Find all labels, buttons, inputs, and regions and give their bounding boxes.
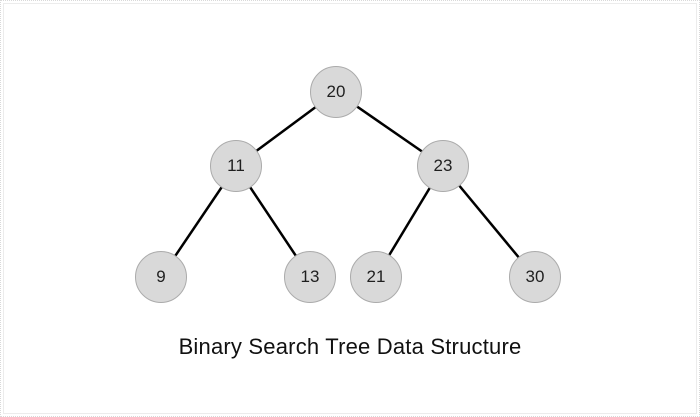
tree-node-23: 23 xyxy=(417,140,469,192)
tree-node-30: 30 xyxy=(509,251,561,303)
tree-node-13: 13 xyxy=(284,251,336,303)
tree-node-9: 9 xyxy=(135,251,187,303)
node-value: 30 xyxy=(525,267,545,286)
node-value: 13 xyxy=(300,267,320,286)
tree-node-20: 20 xyxy=(310,66,362,118)
diagram-caption: Binary Search Tree Data Structure xyxy=(178,334,522,359)
node-value: 21 xyxy=(366,267,386,286)
tree-node-11: 11 xyxy=(210,140,262,192)
node-value: 9 xyxy=(156,267,166,286)
node-value: 23 xyxy=(433,156,453,175)
tree-node-21: 21 xyxy=(350,251,402,303)
node-value: 11 xyxy=(227,156,245,175)
node-value: 20 xyxy=(326,82,346,101)
